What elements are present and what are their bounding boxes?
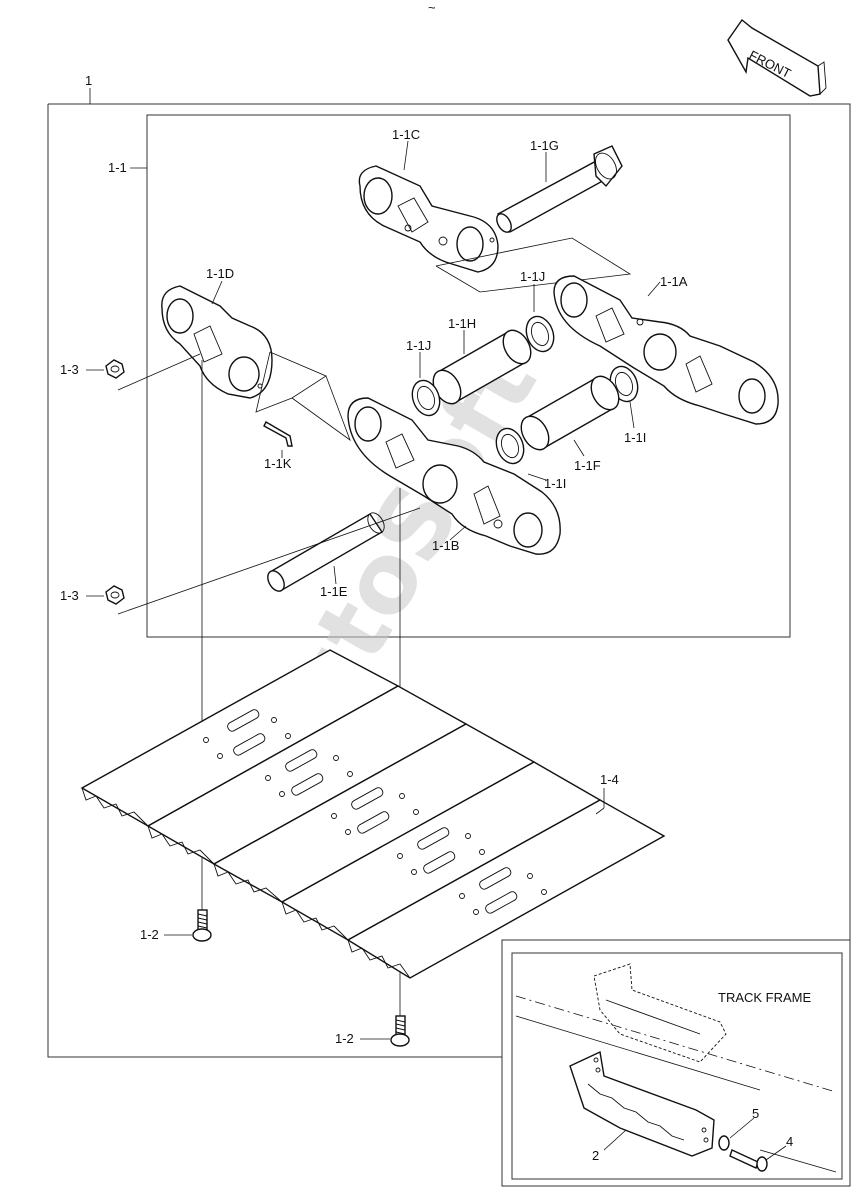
callout-2: 2 bbox=[592, 1148, 599, 1163]
retainer-1-1K bbox=[263, 421, 293, 447]
callout-1-1G: 1-1G bbox=[530, 138, 559, 153]
callout-1-1H: 1-1H bbox=[448, 316, 476, 331]
bolt-4 bbox=[729, 1149, 759, 1169]
seal-1-1I-mid bbox=[495, 427, 525, 465]
track-link-1-1C bbox=[358, 165, 499, 273]
pin-1-1G bbox=[496, 145, 623, 233]
callout-1-1J-top: 1-1J bbox=[520, 269, 545, 284]
assembly-1-frame: 1 bbox=[47, 73, 851, 1058]
bushing-1-1F bbox=[520, 375, 620, 451]
track-frame-inset: TRACK FRAME bbox=[501, 939, 851, 1187]
callout-1-1E: 1-1E bbox=[320, 584, 348, 599]
callout-1-1F: 1-1F bbox=[574, 458, 601, 473]
callout-4: 4 bbox=[786, 1134, 793, 1149]
bolt-1-2-bottom bbox=[390, 1015, 410, 1047]
seal-1-1J-left bbox=[411, 379, 441, 417]
callout-1-1D: 1-1D bbox=[206, 266, 234, 281]
callout-1-3-bottom: 1-3 bbox=[60, 588, 79, 603]
bolt-1-2-left bbox=[192, 909, 212, 942]
callout-1-1A: 1-1A bbox=[660, 274, 688, 289]
callout-1-1I-right: 1-1I bbox=[624, 430, 646, 445]
track-link-1-1A bbox=[553, 275, 779, 425]
sub-assembly-1-1-frame: 1-1 bbox=[108, 114, 791, 638]
nut-1-3-bottom bbox=[105, 585, 125, 605]
callout-1-1I-mid: 1-1I bbox=[544, 476, 566, 491]
front-direction-arrow-icon: FRONT bbox=[727, 18, 827, 97]
callout-1-3-top: 1-3 bbox=[60, 362, 79, 377]
callout-1-2-left: 1-2 bbox=[140, 927, 159, 942]
callout-5: 5 bbox=[752, 1106, 759, 1121]
track-link-1-1D bbox=[161, 285, 273, 399]
callout-1-4: 1-4 bbox=[600, 772, 619, 787]
assembly-label: 1 bbox=[85, 73, 92, 88]
track-link-1-1B bbox=[347, 397, 561, 555]
pin-1-1E bbox=[267, 512, 385, 592]
washer-5 bbox=[718, 1135, 730, 1151]
callout-1-1B: 1-1B bbox=[432, 538, 459, 553]
header-mark: ~ bbox=[428, 0, 436, 15]
nut-1-3-top bbox=[105, 359, 125, 379]
track-shoes-1-4 bbox=[80, 649, 666, 979]
callout-1-2-bottom: 1-2 bbox=[335, 1031, 354, 1046]
callout-1-1J-left: 1-1J bbox=[406, 338, 431, 353]
sub-assembly-label: 1-1 bbox=[108, 160, 127, 175]
callout-1-1C: 1-1C bbox=[392, 127, 420, 142]
inset-title: TRACK FRAME bbox=[718, 990, 812, 1005]
callout-1-1K: 1-1K bbox=[264, 456, 292, 471]
seal-1-1J-top bbox=[525, 315, 555, 353]
